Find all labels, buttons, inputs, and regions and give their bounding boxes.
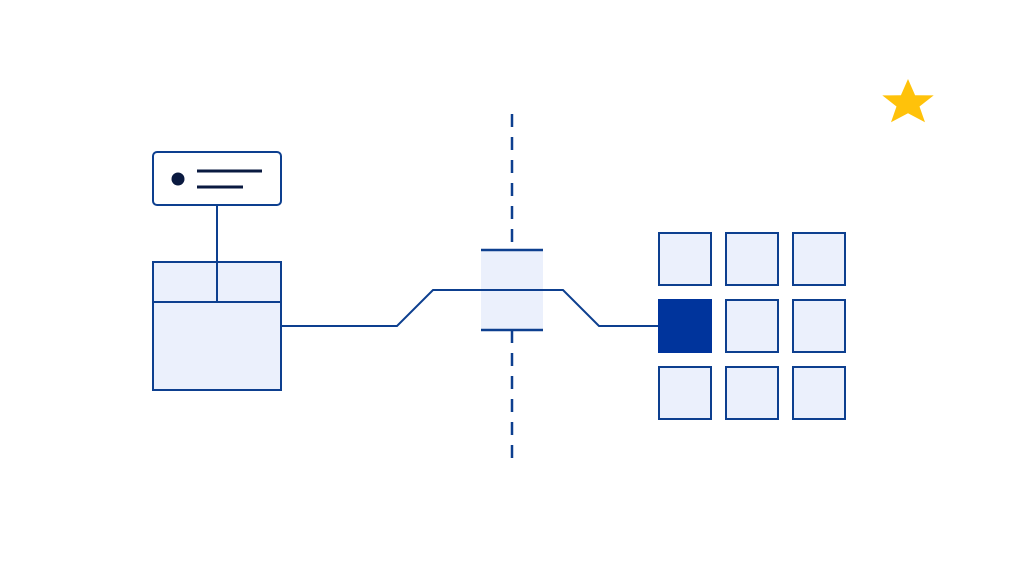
star-icon	[882, 79, 934, 123]
grid-cell	[725, 232, 779, 286]
link-path	[281, 289, 659, 327]
container-icon	[152, 261, 282, 391]
grid-cell	[658, 366, 712, 420]
grid-cell	[658, 232, 712, 286]
grid-cell	[725, 299, 779, 353]
grid-cell	[792, 299, 846, 353]
grid-cell	[725, 366, 779, 420]
grid-cell	[792, 366, 846, 420]
card-dot	[171, 172, 185, 186]
grid-cell	[792, 232, 846, 286]
grid-cell-selected	[658, 299, 712, 353]
grid-icon	[658, 232, 846, 420]
card-icon	[152, 151, 282, 206]
